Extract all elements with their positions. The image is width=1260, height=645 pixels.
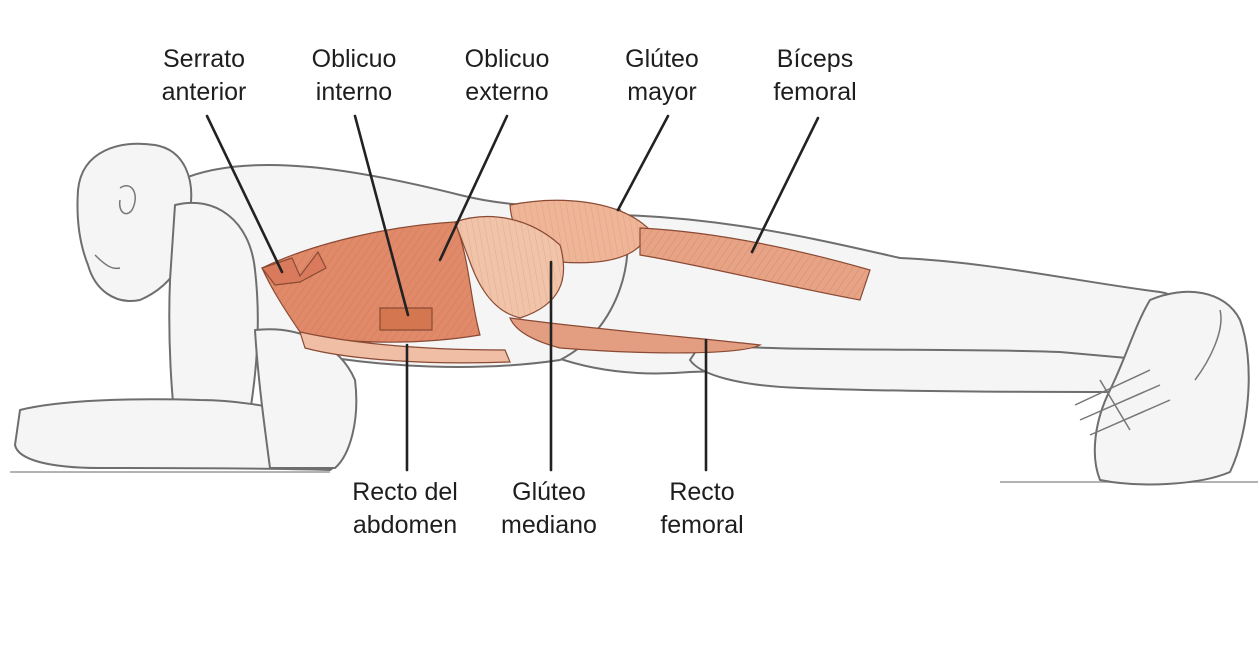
label-line: mayor [625, 76, 699, 109]
label-oblicuo-externo: Oblicuo externo [465, 43, 550, 109]
label-line: femoral [773, 76, 856, 109]
label-line: Serrato [162, 43, 247, 76]
label-recto-femoral: Recto femoral [660, 476, 743, 542]
label-line: femoral [660, 509, 743, 542]
label-line: mediano [501, 509, 597, 542]
label-line: interno [312, 76, 397, 109]
label-line: Bíceps [773, 43, 856, 76]
label-line: Recto del [352, 476, 458, 509]
label-recto-del-abdomen: Recto del abdomen [352, 476, 458, 542]
leader-line-gluteo-mayor [618, 116, 668, 210]
label-line: abdomen [352, 509, 458, 542]
label-gluteo-mediano: Glúteo mediano [501, 476, 597, 542]
label-oblicuo-interno: Oblicuo interno [312, 43, 397, 109]
label-line: Oblicuo [465, 43, 550, 76]
label-gluteo-mayor: Glúteo mayor [625, 43, 699, 109]
label-line: Glúteo [501, 476, 597, 509]
label-serrato-anterior: Serrato anterior [162, 43, 247, 109]
leader-line-biceps-femoral [752, 118, 818, 252]
label-line: externo [465, 76, 550, 109]
label-line: anterior [162, 76, 247, 109]
label-line: Oblicuo [312, 43, 397, 76]
label-biceps-femoral: Bíceps femoral [773, 43, 856, 109]
floor-line [10, 472, 1258, 482]
body-silhouette [15, 144, 1249, 485]
label-line: Glúteo [625, 43, 699, 76]
label-line: Recto [660, 476, 743, 509]
